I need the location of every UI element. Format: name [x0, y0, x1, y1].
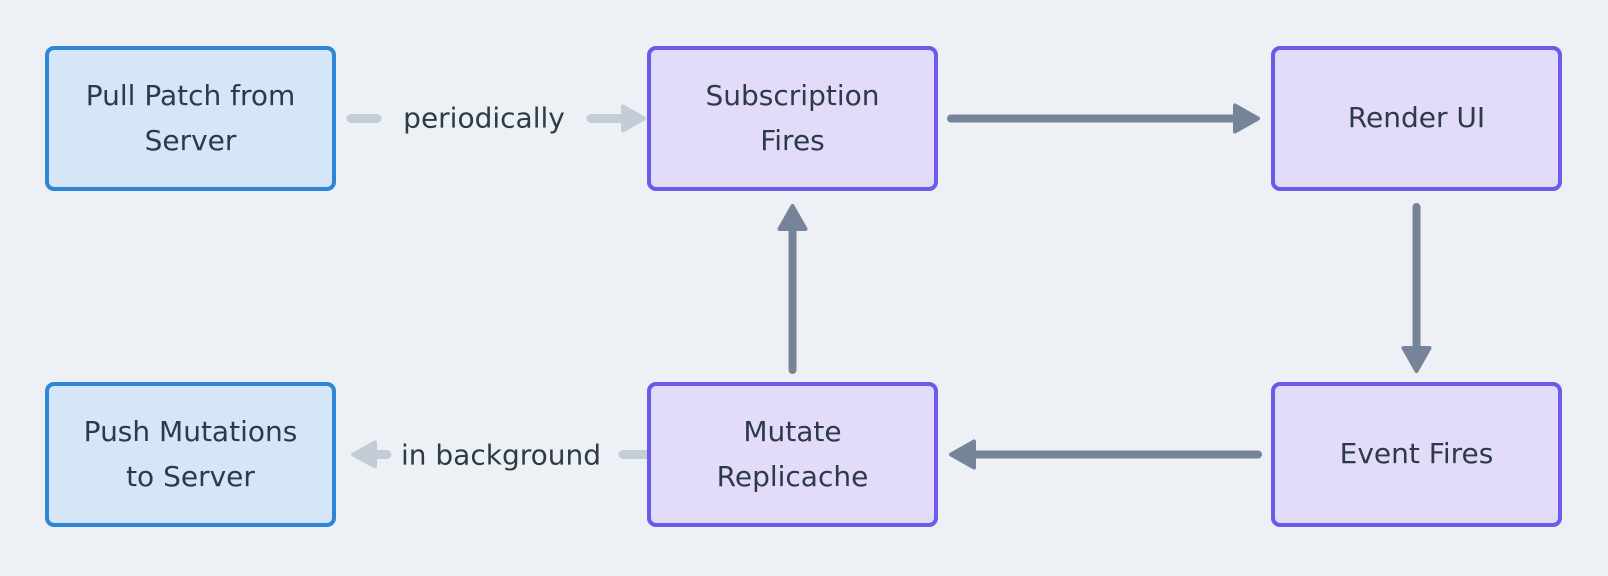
node-label: Event Fires: [1339, 437, 1494, 471]
node-label: Render UI: [1347, 101, 1486, 135]
edge-pull-to-subscription: [346, 104, 646, 133]
node-label: Push Mutations to Server: [83, 415, 298, 493]
node-subscription-fires: Subscription Fires: [647, 46, 938, 191]
arrow-left-icon: [351, 440, 377, 469]
node-render-ui: Render UI: [1271, 46, 1562, 191]
arrow-right-icon: [621, 104, 646, 133]
node-push-mutations-to-server: Push Mutations to Server: [45, 382, 336, 527]
node-pull-patch-from-server: Pull Patch from Server: [45, 46, 336, 191]
arrow-left-icon: [949, 439, 976, 470]
arrow-down-icon: [1401, 346, 1432, 373]
edge-label-in-background: in background: [400, 438, 602, 472]
edge-subscription-to-render: [947, 103, 1260, 134]
node-event-fires: Event Fires: [1271, 382, 1562, 527]
edge-mutate-to-push: [351, 440, 651, 469]
edge-render-to-event: [1401, 203, 1432, 373]
edge-mutate-to-subscription: [777, 204, 808, 374]
arrow-up-icon: [777, 204, 808, 231]
node-label: Mutate Replicache: [716, 415, 869, 493]
node-mutate-replicache: Mutate Replicache: [647, 382, 938, 527]
edge-event-to-mutate: [949, 439, 1262, 470]
node-label: Pull Patch from Server: [85, 79, 296, 157]
node-label: Subscription Fires: [705, 79, 880, 157]
edge-label-periodically: periodically: [403, 101, 565, 135]
arrow-right-icon: [1233, 103, 1260, 134]
